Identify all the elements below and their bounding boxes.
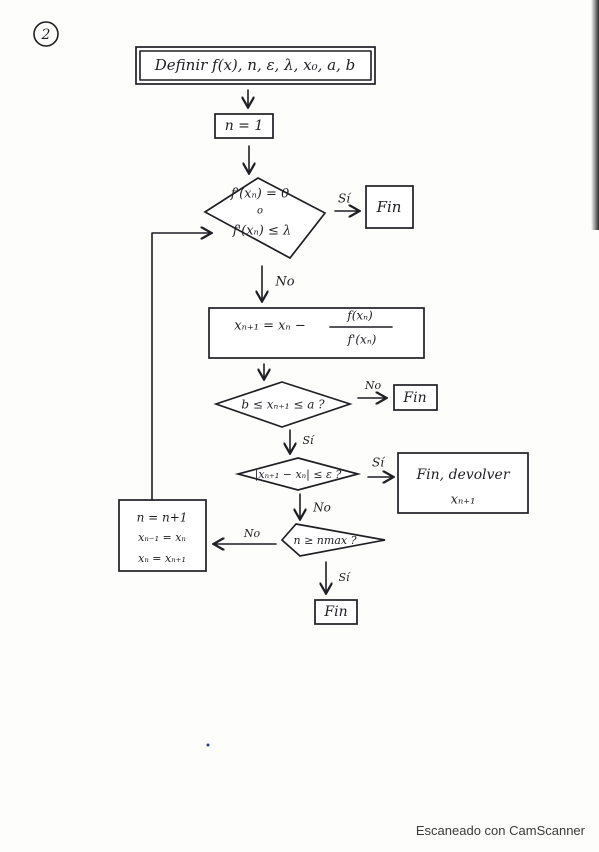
- edge-label-cond2-no: No: [364, 379, 382, 392]
- decision-cond1: f'(xₙ) = 0 o f'(xₙ) ≤ λ: [203, 177, 327, 260]
- node-fin-2: Fin: [393, 384, 438, 411]
- node-fin-1: Fin: [365, 185, 414, 229]
- fin-return-line2: xₙ₊₁: [451, 493, 476, 508]
- step-marker: 2: [33, 21, 59, 47]
- step-marker-label: 2: [41, 27, 51, 43]
- edge-label-cond4-yes: Sí: [338, 571, 351, 584]
- node-define: Definir f(x), n, ε, λ, x₀, a, b: [135, 46, 376, 85]
- cond1-line1: f'(xₙ) = 0: [230, 187, 290, 202]
- update-numerator: f(xₙ): [346, 309, 373, 323]
- scan-edge-shadow: [591, 0, 599, 230]
- node-increment: n = n+1 xₙ₋₁ = xₙ xₙ = xₙ₊₁: [118, 499, 207, 572]
- arrow-loop-back: [151, 233, 210, 501]
- edge-label-cond4-no: No: [243, 527, 261, 540]
- node-update: xₙ₊₁ = xₙ − f(xₙ) f'(xₙ): [208, 307, 425, 359]
- scanner-watermark: Escaneado con CamScanner: [415, 823, 585, 838]
- node-fin-2-label: Fin: [402, 390, 426, 406]
- ink-dot: [206, 743, 210, 747]
- cond2-label: b ≤ xₙ₊₁ ≤ a ?: [241, 398, 325, 412]
- increment-line3: xₙ = xₙ₊₁: [138, 552, 186, 565]
- node-fin-1-label: Fin: [376, 198, 402, 216]
- edge-label-cond2-yes: Sí: [302, 434, 315, 447]
- update-denominator: f'(xₙ): [347, 333, 377, 347]
- edge-label-cond3-yes: Sí: [372, 456, 386, 470]
- increment-line1: n = n+1: [137, 511, 188, 525]
- fin-return-line1: Fin, devolver: [415, 467, 510, 483]
- node-fin-3: Fin: [314, 599, 358, 625]
- increment-line2: xₙ₋₁ = xₙ: [138, 531, 186, 544]
- cond4-label: n ≥ nmax ?: [294, 534, 357, 547]
- node-init-n-label: n = 1: [225, 118, 264, 134]
- decision-cond4: n ≥ nmax ?: [280, 523, 386, 557]
- edge-label-cond1-yes: Sí: [338, 192, 352, 206]
- edge-label-cond3-no: No: [312, 501, 331, 515]
- node-define-label: Definir f(x), n, ε, λ, x₀, a, b: [154, 56, 355, 74]
- decision-cond3: |xₙ₊₁ − xₙ| ≤ ε ?: [234, 457, 362, 491]
- node-fin-return: Fin, devolver xₙ₊₁: [397, 452, 529, 514]
- node-fin-3-label: Fin: [323, 604, 347, 620]
- edge-label-cond1-no: No: [274, 275, 294, 290]
- cond1-line2: o: [257, 206, 263, 217]
- update-lhs: xₙ₊₁ = xₙ −: [234, 319, 305, 334]
- decision-cond2: b ≤ xₙ₊₁ ≤ a ?: [213, 381, 353, 428]
- node-init-n: n = 1: [214, 113, 274, 139]
- cond3-label: |xₙ₊₁ − xₙ| ≤ ε ?: [255, 468, 342, 482]
- cond1-line3: f'(xₙ) ≤ λ: [232, 224, 292, 239]
